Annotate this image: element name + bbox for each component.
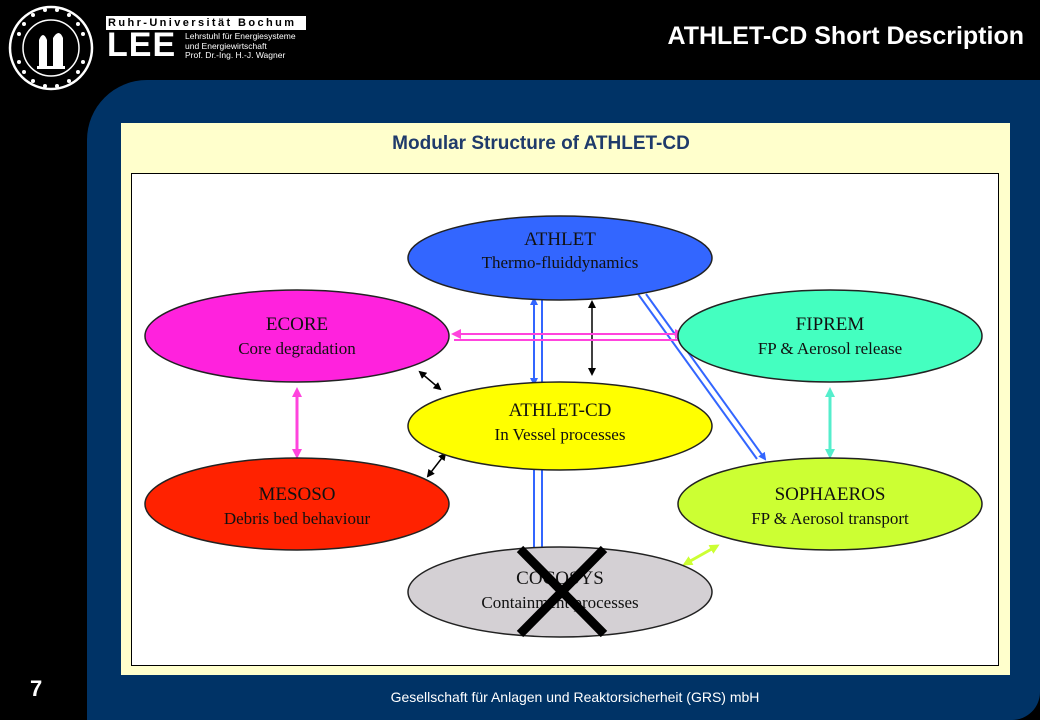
node-fiprem-shape: [677, 289, 983, 383]
node-sophaeros-shape: [677, 457, 983, 551]
node-ecore-shape: [144, 289, 450, 383]
node-sophaeros: SOPHAEROS FP & Aerosol transport: [677, 457, 983, 551]
node-athlet: ATHLET Thermo-fluiddynamics: [407, 215, 713, 301]
node-ecore-subtitle: Core degradation: [238, 339, 356, 358]
node-athletcd: ATHLET-CD In Vessel processes: [407, 381, 713, 471]
diagram-title: Modular Structure of ATHLET-CD: [392, 133, 690, 154]
lee-logo: LEE: [107, 26, 177, 64]
node-mesoso-title: MESOSO: [258, 484, 335, 505]
chair-line-3: Prof. Dr.-Ing. H.-J. Wagner: [185, 50, 286, 60]
node-athlet-shape: [407, 215, 713, 301]
chair-info: Lehrstuhl für Energiesysteme und Energie…: [185, 31, 296, 61]
connector-mesoso-athletcd: [426, 452, 447, 478]
node-cocosys-subtitle: Containment processes: [481, 593, 638, 612]
connector-ecore-fiprem: [451, 329, 685, 341]
diagram-frame: ATHLET Thermo-fluiddynamics ECORE Core d…: [131, 173, 999, 666]
node-ecore-title: ECORE: [266, 314, 328, 335]
x-cross-icon: [516, 545, 608, 638]
connector-cocosys-sophaeros: [682, 544, 720, 566]
node-fiprem-subtitle: FP & Aerosol release: [758, 339, 902, 358]
connector-athletcd-cocosys: [533, 470, 546, 556]
node-mesoso: MESOSO Debris bed behaviour: [144, 457, 450, 551]
node-athletcd-shape: [407, 381, 713, 471]
slide-title: ATHLET-CD Short Description: [667, 22, 1024, 50]
node-fiprem: FIPREM FP & Aerosol release: [677, 289, 983, 383]
chair-line-2: und Energiewirtschaft: [185, 40, 267, 51]
node-athlet-title: ATHLET: [524, 229, 596, 250]
module-diagram: ATHLET Thermo-fluiddynamics ECORE Core d…: [144, 215, 983, 638]
node-athletcd-title: ATHLET-CD: [509, 400, 612, 421]
university-seal-icon: [8, 5, 94, 91]
node-sophaeros-title: SOPHAEROS: [775, 484, 886, 505]
connector-athlet-athletcd: [530, 297, 543, 386]
node-ecore: ECORE Core degradation: [144, 289, 450, 383]
node-mesoso-shape: [144, 457, 450, 551]
connector-ecore-athletcd: [418, 370, 442, 391]
connector-athlet-sophaeros: [637, 293, 767, 461]
content-box: Modular Structure of ATHLET-CD: [121, 123, 1010, 675]
node-mesoso-subtitle: Debris bed behaviour: [224, 509, 371, 528]
node-athletcd-subtitle: In Vessel processes: [495, 425, 626, 444]
university-name: Ruhr-Universität Bochum: [106, 16, 306, 30]
node-sophaeros-subtitle: FP & Aerosol transport: [751, 509, 909, 528]
node-fiprem-title: FIPREM: [796, 314, 865, 335]
chair-line-1: Lehrstuhl für Energiesysteme: [185, 31, 296, 41]
node-athlet-subtitle: Thermo-fluiddynamics: [482, 253, 639, 272]
footer-organization: Gesellschaft für Anlagen und Reaktorsich…: [390, 689, 760, 705]
page-number: 7: [30, 676, 43, 701]
